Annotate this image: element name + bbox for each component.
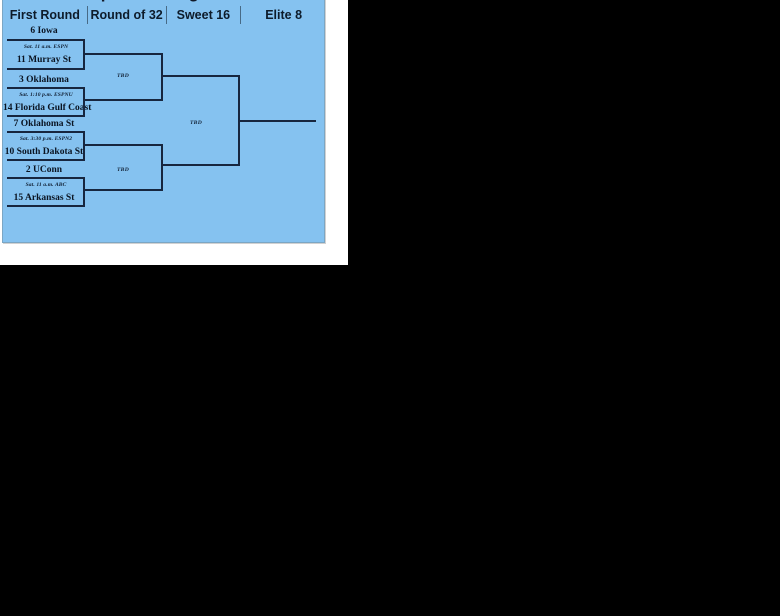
round-of-32-lower-tbd[interactable]: TBD: [116, 167, 130, 173]
game-info-2: Sat. 1:10 p.m. ESPNU: [19, 92, 73, 98]
bracket-line: [161, 75, 240, 77]
tab-divider: [240, 6, 242, 24]
bracket-line: [161, 164, 240, 166]
team-seed-14-florida-gulf-coast[interactable]: 14 Florida Gulf Coast: [3, 103, 92, 113]
round-of-32-upper-tbd[interactable]: TBD: [116, 73, 130, 79]
bracket-line: [7, 87, 85, 89]
tab-first-round[interactable]: First Round: [9, 8, 80, 22]
bracket-line: [161, 144, 163, 191]
bracket-panel: Spokane Region 4 First Round Round of 32…: [2, 0, 325, 243]
bracket-line: [83, 99, 163, 101]
bracket-line: [161, 53, 163, 101]
tab-divider: [165, 6, 167, 24]
team-seed-15-arkansas-st[interactable]: 15 Arkansas St: [13, 193, 75, 203]
bracket-line: [83, 177, 85, 207]
sweet-16-tbd[interactable]: TBD: [189, 120, 203, 126]
tab-divider: [86, 6, 88, 24]
bracket-line: [238, 120, 316, 122]
round-header-tabs: First Round Round of 32 Sweet 16 Elite 8: [3, 4, 324, 26]
bracket-line: [7, 68, 85, 70]
tab-elite-8[interactable]: Elite 8: [265, 8, 303, 22]
tab-round-of-32[interactable]: Round of 32: [90, 8, 163, 22]
bracket-line: [7, 115, 85, 117]
bracket-line: [7, 177, 85, 179]
team-seed-3-oklahoma[interactable]: 3 Oklahoma: [19, 75, 69, 85]
game-info-3: Sat. 3:30 p.m. ESPN2: [19, 136, 73, 142]
tab-sweet-16[interactable]: Sweet 16: [176, 8, 231, 22]
team-seed-6-iowa[interactable]: 6 Iowa: [30, 26, 58, 36]
game-info-4: Sat. 11 a.m. ABC: [25, 182, 67, 188]
bracket-line: [7, 159, 85, 161]
team-seed-7-oklahoma-st[interactable]: 7 Oklahoma St: [13, 119, 75, 129]
game-info-1: Sat. 11 a.m. ESPN: [23, 44, 69, 50]
bracket-line: [83, 131, 85, 161]
bracket-tree: 6 Iowa Sat. 11 a.m. ESPN 11 Murray St 3 …: [3, 26, 324, 242]
page-title: Spokane Region 4: [3, 0, 324, 3]
bracket-line: [83, 87, 85, 117]
team-seed-11-murray-st[interactable]: 11 Murray St: [16, 55, 72, 65]
bracket-line: [7, 39, 85, 41]
bracket-line: [7, 205, 85, 207]
bracket-line: [83, 53, 163, 55]
bracket-line: [7, 131, 85, 133]
bracket-line: [83, 144, 163, 146]
team-seed-2-uconn[interactable]: 2 UConn: [25, 165, 63, 175]
team-seed-10-south-dakota-st[interactable]: 10 South Dakota St: [4, 147, 84, 157]
bracket-line: [83, 189, 163, 191]
